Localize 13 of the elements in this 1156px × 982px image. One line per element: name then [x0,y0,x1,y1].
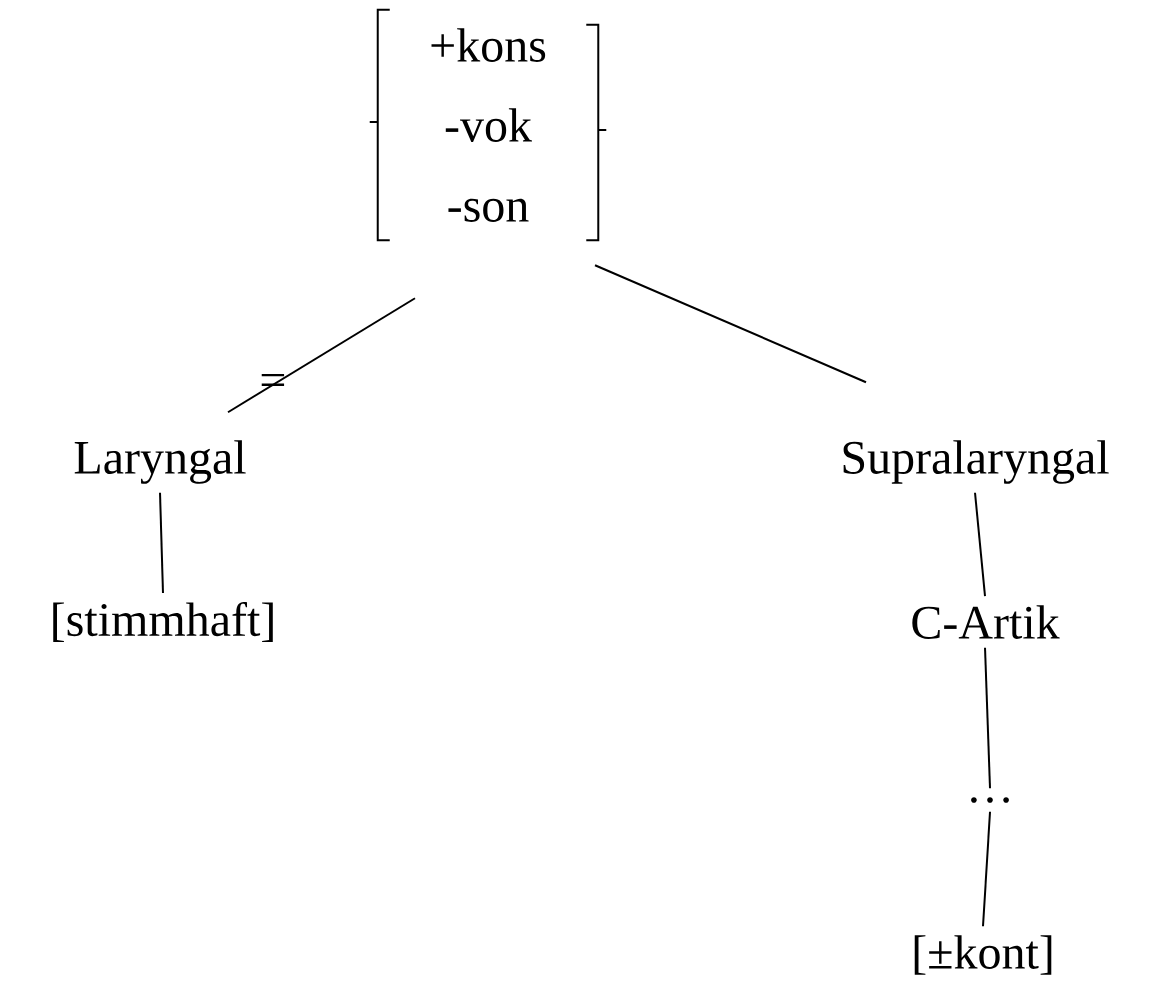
tree-node-label: C-Artik [912,605,1060,639]
tree-line [982,810,991,928]
tree-line [594,264,867,384]
tree-node-label: Supralaryngal [843,440,1109,484]
tree-node-label: … [971,797,1009,803]
tree-node-label: [±kont] [914,935,1052,975]
tree-line [974,491,986,598]
tree-node-label: Laryngal [74,440,246,484]
tree-line [159,491,164,594]
tree-line [984,646,991,790]
tree-line [227,297,416,414]
tree-node-label: [stimmhaft] [53,601,273,643]
feature-matrix: +kons -vok -son [368,8,608,242]
